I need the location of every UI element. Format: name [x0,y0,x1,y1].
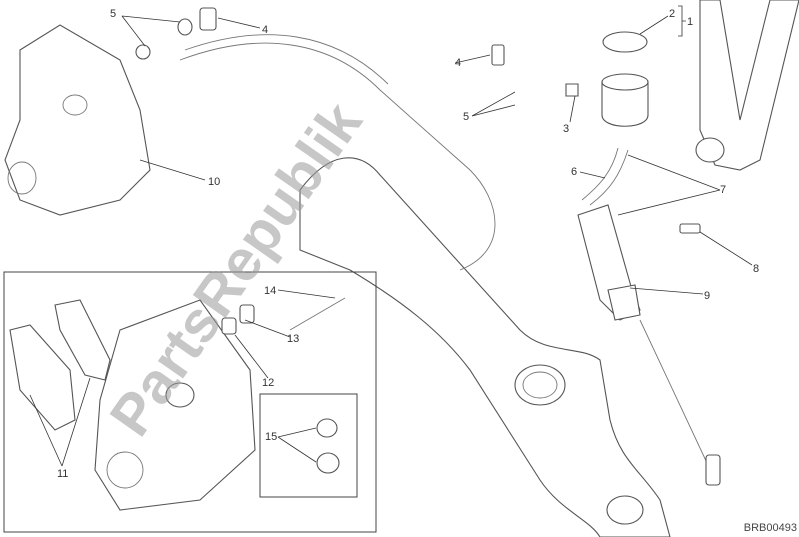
label-9-master-cylinder: 9 [704,290,710,302]
diagram-code: BRB00493 [744,522,797,534]
screw-8 [679,223,701,234]
brake-pad-1 [9,324,76,431]
label-3-screw: 3 [563,123,569,135]
pistons-subbox [259,393,358,498]
swingarm-pivot-inner [522,371,558,399]
caliper-seal-ring-2 [177,18,193,36]
caliper-bleeder [199,7,217,31]
pad-pin [289,297,346,331]
hose-6 [581,147,629,206]
label-4-pump-bleeder: 4 [455,57,461,69]
swingarm-pivot [514,364,566,406]
caliper-hole [7,161,37,195]
label-15-pistons: 15 [265,431,277,443]
pump-bleeder [491,44,505,66]
label-5-pump-seal: 5 [463,111,469,123]
reservoir-cap [602,31,648,53]
reservoir [601,81,649,127]
label-1-reservoir: 1 [687,16,693,28]
label-10-caliper: 10 [208,176,220,188]
master-cylinder-boot [607,284,641,321]
label-2-reservoir-cap: 2 [669,8,675,20]
swingarm [299,157,671,537]
piston-15b [316,452,340,474]
caliper-piston [62,94,88,116]
brake-line [179,34,496,271]
label-12-clip: 12 [262,377,274,389]
pushrod [639,319,716,481]
rear-caliper [4,24,151,216]
label-7-clamp: 7 [720,184,726,196]
label-4-caliper-bleeder: 4 [262,24,268,36]
label-13-spring: 13 [287,333,299,345]
brake-pad-detail-inset [3,271,377,533]
inset-caliper-hole [106,451,144,489]
group-bracket-1 [678,5,686,37]
bleeder-12 [221,317,237,335]
label-5-caliper-seal: 5 [110,8,116,20]
piston-15a [316,418,338,438]
brake-pad-2 [54,299,111,381]
inset-piston [165,382,195,408]
bolt-3 [565,83,579,97]
axle-hole [606,495,644,525]
leader-lines [29,15,753,467]
label-11-pads: 11 [57,468,68,480]
label-14-pin: 14 [264,285,276,297]
reservoir-top [601,73,649,91]
clevis [705,454,721,486]
label-6-hose: 6 [571,166,577,178]
caliper-seal-ring [135,44,151,60]
cap-13 [239,304,255,324]
label-8-screw: 8 [753,263,759,275]
frame-tube [695,137,725,163]
